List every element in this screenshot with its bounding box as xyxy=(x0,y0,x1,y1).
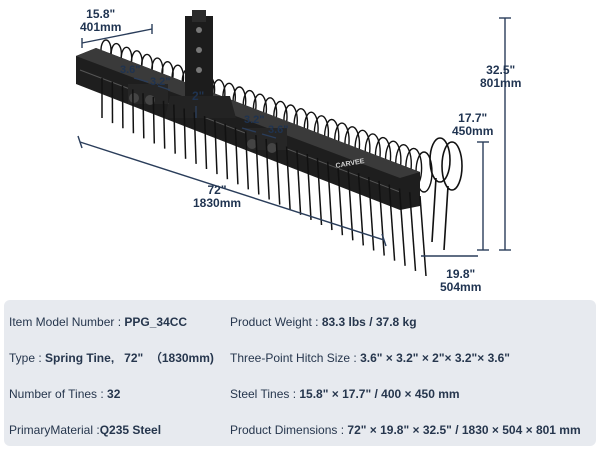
tine-height-mm: 450mm xyxy=(452,124,494,138)
tine-height-inch: 17.7" xyxy=(458,111,488,125)
tine-leg xyxy=(316,157,323,226)
type-value: Spring Tine, 72" （1830mm) xyxy=(45,351,214,365)
spec-row-1: Item Model Number : PPG_34CC Product Wei… xyxy=(4,312,596,332)
type-label: Type : xyxy=(9,351,46,365)
tine-leg xyxy=(214,119,218,175)
length-inch: 72" xyxy=(207,183,227,197)
tine-leg xyxy=(275,142,281,205)
front-tines xyxy=(101,78,449,277)
tines-label: Number of Tines : xyxy=(9,387,108,401)
weight-value: 83.3 lbs / 37.8 kg xyxy=(321,315,417,329)
hitch-dim-a: 3.6" xyxy=(120,64,141,76)
weight-label: Product Weight : xyxy=(230,315,322,329)
type-spec: Type : Spring Tine, 72" （1830mm) xyxy=(9,348,214,368)
tine-leg xyxy=(337,165,344,236)
product-figure: CARVEE 15.8" 401mm 32.5" xyxy=(76,8,521,294)
tine-leg xyxy=(234,127,239,185)
dimensions-spec: Product Dimensions : 72" × 19.8" × 32.5"… xyxy=(230,420,581,440)
hitch-dim-e: 3.6" xyxy=(268,124,289,136)
tines-value: 32 xyxy=(107,387,121,401)
tine-leg xyxy=(224,123,229,180)
tine-leg xyxy=(285,146,291,210)
tool-bar-top xyxy=(76,48,420,178)
hitch-value: 3.6" × 3.2" × 2"× 3.2"× 3.6" xyxy=(360,351,510,365)
spec-row-4: PrimaryMaterial :Q235 Steel Product Dime… xyxy=(4,420,596,440)
material-label: PrimaryMaterial : xyxy=(9,423,100,437)
dimension-lines xyxy=(77,17,511,257)
hitch-label: Three-Point Hitch Size : xyxy=(230,351,361,365)
spec-row-3: Number of Tines : 32 Steel Tines : 15.8"… xyxy=(4,384,596,404)
end-tine-leg xyxy=(431,177,437,243)
tine-leg xyxy=(255,135,260,195)
tine-leg xyxy=(347,169,354,241)
item-model-value: PPG_34CC xyxy=(124,315,188,329)
tine-width-inch: 15.8" xyxy=(86,7,116,21)
end-tine-coil xyxy=(441,141,463,191)
tine-leg xyxy=(193,112,197,164)
tine-leg xyxy=(173,104,176,154)
tine-leg xyxy=(162,100,166,149)
height-mm: 801mm xyxy=(480,76,522,90)
depth-mm: 504mm xyxy=(440,280,482,294)
hitch-dim-c: 2" xyxy=(192,89,205,103)
tine-leg xyxy=(142,93,145,139)
height-dimension: 32.5" 801mm xyxy=(480,64,521,90)
tine-leg xyxy=(306,154,312,220)
landscape-rake-illustration: CARVEE xyxy=(76,10,511,277)
tine-leg xyxy=(132,89,135,134)
hitch-dim-b: 3.2" xyxy=(150,76,171,88)
steel-tines-label: Steel Tines : xyxy=(230,387,300,401)
height-inch: 32.5" xyxy=(486,63,516,77)
dimensions-label: Product Dimensions : xyxy=(230,423,348,437)
specifications-panel: Item Model Number : PPG_34CC Product Wei… xyxy=(4,300,596,446)
tine-height-dimension: 17.7" 450mm xyxy=(452,112,493,138)
steel-tines-spec: Steel Tines : 15.8" × 17.7" / 400 × 450 … xyxy=(230,384,460,404)
tine-leg xyxy=(152,96,156,144)
tine-width-mm: 401mm xyxy=(80,20,122,34)
tine-leg xyxy=(203,116,208,170)
dimensions-value: 72" × 19.8" × 32.5" / 1830 × 504 × 801 m… xyxy=(347,423,581,437)
tine-leg xyxy=(398,188,406,266)
tine-leg xyxy=(244,131,250,190)
tine-leg xyxy=(326,161,333,231)
tine-leg xyxy=(378,180,385,256)
item-model-spec: Item Model Number : PPG_34CC xyxy=(9,312,187,332)
hitch-dim-d: 3.2" xyxy=(244,114,265,126)
tine-leg xyxy=(296,150,302,215)
tine-leg xyxy=(367,176,375,251)
item-model-label: Item Model Number : xyxy=(9,315,125,329)
tine-leg xyxy=(408,192,417,271)
tine-leg xyxy=(388,184,396,261)
end-tine-coil xyxy=(429,137,451,183)
weight-spec: Product Weight : 83.3 lbs / 37.8 kg xyxy=(230,312,417,332)
tine-leg xyxy=(183,108,187,159)
tines-spec: Number of Tines : 32 xyxy=(9,384,120,404)
length-dimension: 72" 1830mm xyxy=(193,184,241,210)
length-mm: 1830mm xyxy=(193,196,242,210)
spec-row-2: Type : Spring Tine, 72" （1830mm) Three-P… xyxy=(4,348,596,368)
depth-dimension: 19.8" 504mm xyxy=(440,268,481,294)
hitch-spec: Three-Point Hitch Size : 3.6" × 3.2" × 2… xyxy=(230,348,510,368)
tine-width-dimension: 15.8" 401mm xyxy=(80,8,121,34)
tine-leg xyxy=(265,138,270,200)
tine-leg xyxy=(419,195,427,277)
steel-tines-value: 15.8" × 17.7" / 400 × 450 mm xyxy=(299,387,460,401)
end-tine-leg xyxy=(443,185,449,251)
depth-inch: 19.8" xyxy=(446,267,476,281)
material-value: Q235 Steel xyxy=(99,423,162,437)
material-spec: PrimaryMaterial :Q235 Steel xyxy=(9,420,161,440)
brand-label: CARVEE xyxy=(335,158,365,170)
